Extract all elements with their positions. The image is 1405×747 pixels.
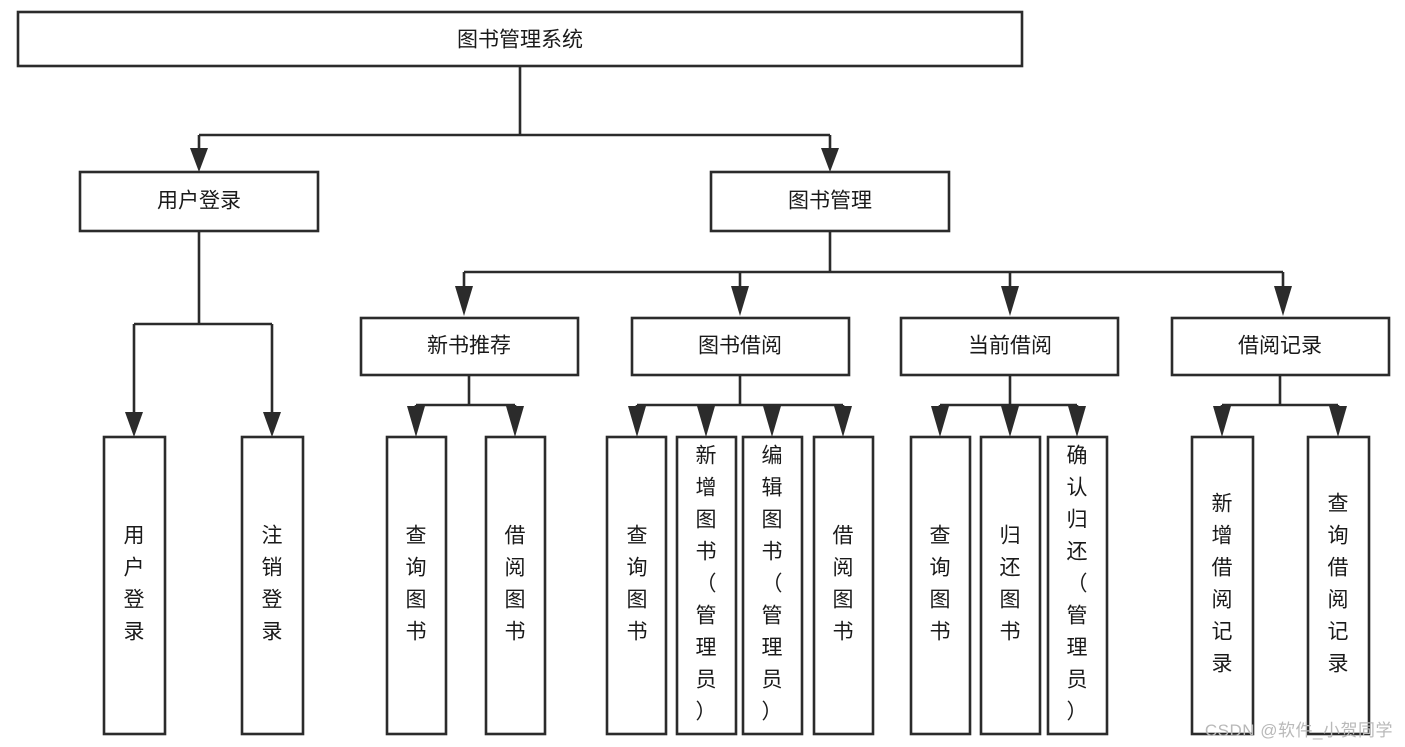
leaf-query-record-box[interactable]	[1306, 435, 1371, 736]
arrow-root-to-user-login	[190, 148, 208, 172]
leaf-edit-book-box[interactable]	[741, 435, 804, 736]
leaf-borrow-book-1-label: 借阅图书	[505, 525, 526, 644]
user-login-box[interactable]	[78, 170, 320, 233]
leaf-logout-label: 注销登录	[262, 525, 283, 644]
node-borrow-record[interactable]: 借阅记录	[1170, 316, 1391, 377]
leaf-query-book-3-box[interactable]	[909, 435, 972, 736]
node-user-login[interactable]: 用户登录	[78, 170, 320, 233]
leaf-node-logout[interactable]: 注销登录	[240, 435, 305, 736]
arrow-bookmanage-to-book-borrow	[731, 286, 749, 316]
leaf-user-login-box[interactable]	[102, 435, 167, 736]
leaf-confirm-return-box[interactable]	[1046, 435, 1109, 736]
leaf-node-return-book[interactable]: 归还图书	[979, 435, 1042, 736]
new-book-rec-label: 新书推荐	[427, 335, 511, 358]
user-login-label: 用户登录	[157, 190, 241, 213]
leaf-add-book-label: 新增图书（管理员）	[696, 445, 717, 724]
leaf-borrow-book-2-label: 借阅图书	[833, 525, 854, 644]
leaf-add-record-box[interactable]	[1190, 435, 1255, 736]
root-label: 图书管理系统	[457, 29, 583, 52]
leaf-query-book-1-box[interactable]	[385, 435, 448, 736]
leaf-edit-book-label: 编辑图书（管理员）	[762, 445, 783, 724]
leaf-confirm-return-label: 确认归还（管理员）	[1067, 445, 1088, 724]
leaf-node-user-login[interactable]: 用户登录	[102, 435, 167, 736]
leaf-node-confirm-return[interactable]: 确认归还（管理员）	[1046, 435, 1109, 736]
leaf-logout-box[interactable]	[240, 435, 305, 736]
leaf-query-book-2-label: 查询图书	[627, 525, 648, 644]
leaf-node-query-record[interactable]: 查询借阅记录	[1306, 435, 1371, 736]
leaf-node-add-book[interactable]: 新增图书（管理员）	[675, 435, 738, 736]
leaf-borrow-book-2-box[interactable]	[812, 435, 875, 736]
arrow-root-to-book-manage	[821, 148, 839, 172]
node-book-borrow[interactable]: 图书借阅	[630, 316, 851, 377]
arrow-newbook-to-borrow-book	[506, 406, 524, 437]
arrow-borrowrecord-to-query-record	[1329, 406, 1347, 437]
leaf-query-record-label: 查询借阅记录	[1328, 493, 1349, 676]
current-borrow-label: 当前借阅	[968, 335, 1052, 358]
leaf-user-login-label: 用户登录	[124, 525, 145, 644]
leaf-add-record-label: 新增借阅记录	[1212, 493, 1233, 676]
leaf-borrow-book-1-box[interactable]	[484, 435, 547, 736]
leaf-query-book-1-label: 查询图书	[406, 525, 427, 644]
arrow-bookborrow-to-edit-book	[763, 406, 781, 437]
node-root[interactable]: 图书管理系统	[16, 10, 1024, 68]
arrow-borrowrecord-to-add-record	[1213, 406, 1231, 437]
arrow-bookborrow-to-query-book	[628, 406, 646, 437]
leaf-node-query-book-1[interactable]: 查询图书	[385, 435, 448, 736]
borrow-record-label: 借阅记录	[1238, 335, 1322, 358]
csdn-watermark: CSDN @软件_小贺同学	[1204, 721, 1393, 740]
arrow-bookmanage-to-new-book-rec	[455, 286, 473, 316]
leaf-return-book-label: 归还图书	[1000, 525, 1021, 644]
current-borrow-box[interactable]	[899, 316, 1120, 377]
book-borrow-label: 图书借阅	[698, 335, 782, 358]
new-book-rec-box[interactable]	[359, 316, 580, 377]
arrow-currentborrow-to-query-book	[931, 406, 949, 437]
book-borrow-box[interactable]	[630, 316, 851, 377]
arrow-userlogin-to-leaf-logout	[263, 412, 281, 437]
arrow-currentborrow-to-return-book	[1001, 406, 1019, 437]
leaf-node-query-book-3[interactable]: 查询图书	[909, 435, 972, 736]
book-manage-box[interactable]	[709, 170, 951, 233]
node-new-book-rec[interactable]: 新书推荐	[359, 316, 580, 377]
leaf-node-edit-book[interactable]: 编辑图书（管理员）	[741, 435, 804, 736]
leaf-return-book-box[interactable]	[979, 435, 1042, 736]
leaf-add-book-box[interactable]	[675, 435, 738, 736]
leaf-node-borrow-book-1[interactable]: 借阅图书	[484, 435, 547, 736]
leaf-query-book-2-box[interactable]	[605, 435, 668, 736]
arrow-userlogin-to-leaf-user-login	[125, 412, 143, 437]
leaf-node-borrow-book-2[interactable]: 借阅图书	[812, 435, 875, 736]
arrow-currentborrow-to-confirm-return	[1068, 406, 1086, 437]
node-book-manage[interactable]: 图书管理	[709, 170, 951, 233]
leaf-node-query-book-2[interactable]: 查询图书	[605, 435, 668, 736]
arrow-bookmanage-to-current-borrow	[1001, 286, 1019, 316]
node-current-borrow[interactable]: 当前借阅	[899, 316, 1120, 377]
arrow-bookmanage-to-borrow-record	[1274, 286, 1292, 316]
leaf-query-book-3-label: 查询图书	[930, 525, 951, 644]
book-manage-label: 图书管理	[788, 190, 872, 213]
arrow-bookborrow-to-borrow-book	[834, 406, 852, 437]
connector-layer	[125, 66, 1347, 437]
leaf-node-add-record[interactable]: 新增借阅记录	[1190, 435, 1255, 736]
arrow-newbook-to-query-book	[407, 406, 425, 437]
borrow-record-box[interactable]	[1170, 316, 1391, 377]
root-box[interactable]	[16, 10, 1024, 68]
arrow-bookborrow-to-add-book	[697, 406, 715, 437]
